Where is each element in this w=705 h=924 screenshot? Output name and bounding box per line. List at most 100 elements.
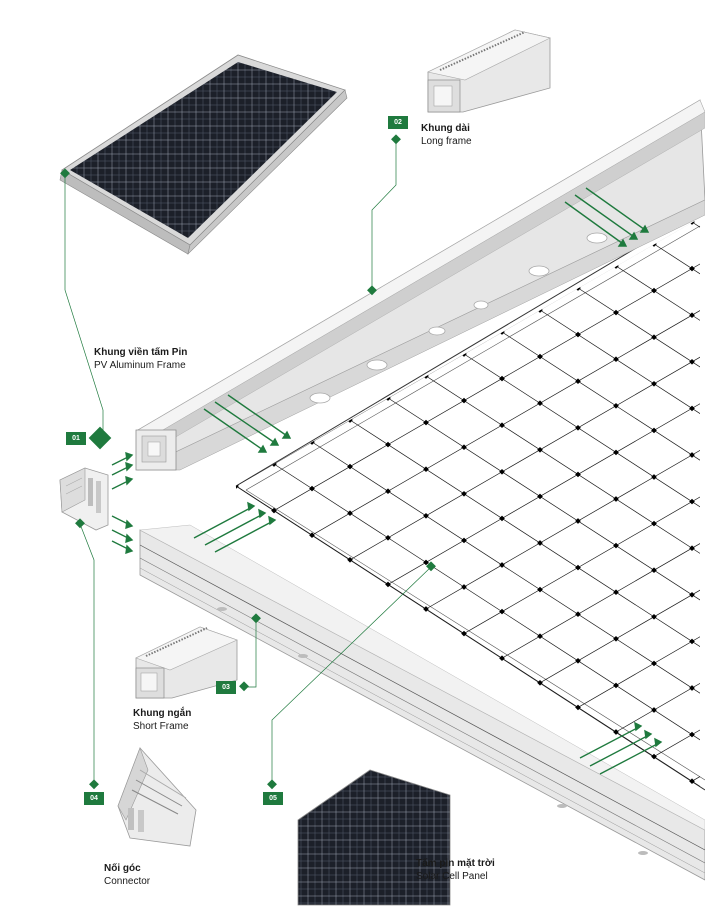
grid-node <box>461 584 467 590</box>
grid-line <box>577 287 700 682</box>
grid-node <box>575 657 581 664</box>
grid-node <box>613 356 619 363</box>
long-frame-thumbnail <box>427 29 551 113</box>
grid-node <box>613 729 619 735</box>
grid-node <box>575 471 581 478</box>
grid-line <box>425 256 700 610</box>
grid-node <box>236 483 239 489</box>
grid-node <box>499 375 505 382</box>
grid-node <box>347 463 353 470</box>
leader-nodes <box>60 134 436 790</box>
grid-node <box>613 542 619 549</box>
grid-node <box>461 444 467 451</box>
grid-node <box>385 441 391 448</box>
short-frame-thumbnail <box>135 626 238 699</box>
grid-node <box>423 606 429 612</box>
corner-connector-piece <box>59 467 109 531</box>
pv-module-thumbnail <box>59 54 348 255</box>
part-02-badge: 02 <box>388 116 408 129</box>
leader-lines <box>64 140 432 785</box>
grid-node <box>499 515 505 522</box>
grid-node <box>309 485 315 492</box>
part-01-badge: 01 <box>66 432 86 445</box>
grid-node <box>423 512 429 519</box>
grid-line <box>501 331 700 726</box>
grid-node <box>651 380 657 387</box>
part-04-name-vi: Nối góc <box>104 863 141 874</box>
grid-node <box>575 378 581 385</box>
grid-node <box>461 397 467 404</box>
part-01-name-vi: Khung viền tấm Pin <box>94 347 188 358</box>
grid-node <box>347 556 353 563</box>
grid-node <box>689 731 695 738</box>
grid-node <box>651 287 657 294</box>
part-02-name-vi: Khung dài <box>421 123 470 134</box>
grid-node <box>499 468 505 475</box>
solar-cell-panel <box>235 209 705 880</box>
grid-node <box>537 586 543 593</box>
grid-node <box>537 353 543 360</box>
grid-node <box>689 452 695 458</box>
grid-node <box>575 424 581 431</box>
grid-node <box>537 493 543 500</box>
part-05-label: Tấm pin mặt trời Solar Cell Panel <box>416 857 495 883</box>
part-04-name-en: Connector <box>104 876 151 887</box>
grid-node <box>461 630 467 637</box>
grid-node <box>537 540 543 546</box>
part-05-name-vi: Tấm pin mặt trời <box>416 858 495 869</box>
grid-node <box>537 400 543 407</box>
grid-node <box>537 633 543 640</box>
grid-node <box>613 449 619 456</box>
grid-line <box>539 330 700 684</box>
grid-node <box>537 679 543 686</box>
grid-node <box>689 778 695 785</box>
grid-node <box>385 488 391 495</box>
grid-node <box>689 498 695 505</box>
grid-node <box>689 638 695 645</box>
grid-node <box>537 446 543 453</box>
grid-node <box>499 608 505 615</box>
grid-node <box>309 532 315 539</box>
short-frame-rail <box>139 524 705 881</box>
grid-node <box>613 589 619 596</box>
grid-node <box>689 312 695 319</box>
grid-line <box>539 309 700 704</box>
part-01-label: Khung viền tấm Pin PV Aluminum Frame <box>94 346 187 372</box>
grid-line <box>501 305 700 659</box>
grid-node <box>651 334 657 341</box>
grid-line <box>425 375 700 770</box>
grid-node <box>689 685 695 691</box>
grid-node <box>461 490 467 497</box>
grid-node <box>689 265 695 272</box>
grid-node <box>613 402 619 409</box>
grid-node <box>689 591 695 598</box>
solar-panel-thumbnail <box>297 769 451 906</box>
part-05-name-en: Solar Cell Panel <box>416 871 488 882</box>
grid-node <box>423 559 429 566</box>
part-05-badge: 05 <box>263 792 283 805</box>
part-03-label: Khung ngắn Short Frame <box>133 707 191 733</box>
grid-node <box>689 405 695 412</box>
grid-node <box>461 537 467 544</box>
part-03-name-vi: Khung ngắn <box>133 708 192 719</box>
grid-node <box>651 613 657 620</box>
grid-node <box>651 520 657 527</box>
grid-node <box>499 422 505 429</box>
part-02-name-en: Long frame <box>421 136 472 147</box>
grid-node <box>689 358 695 365</box>
grid-node <box>575 331 581 338</box>
grid-node <box>651 427 657 434</box>
grid-node <box>385 534 391 541</box>
grid-line <box>463 353 700 748</box>
grid-node <box>651 753 657 760</box>
part-03-badge: 03 <box>216 681 236 694</box>
grid-node <box>575 518 581 524</box>
grid-node <box>651 660 657 667</box>
part-02-label: Khung dài Long frame <box>421 122 472 148</box>
part-04-label: Nối góc Connector <box>104 862 150 888</box>
grid-line <box>463 281 700 634</box>
grid-node <box>575 564 581 571</box>
part-04-badge: 04 <box>84 792 104 805</box>
grid-node <box>651 707 657 713</box>
